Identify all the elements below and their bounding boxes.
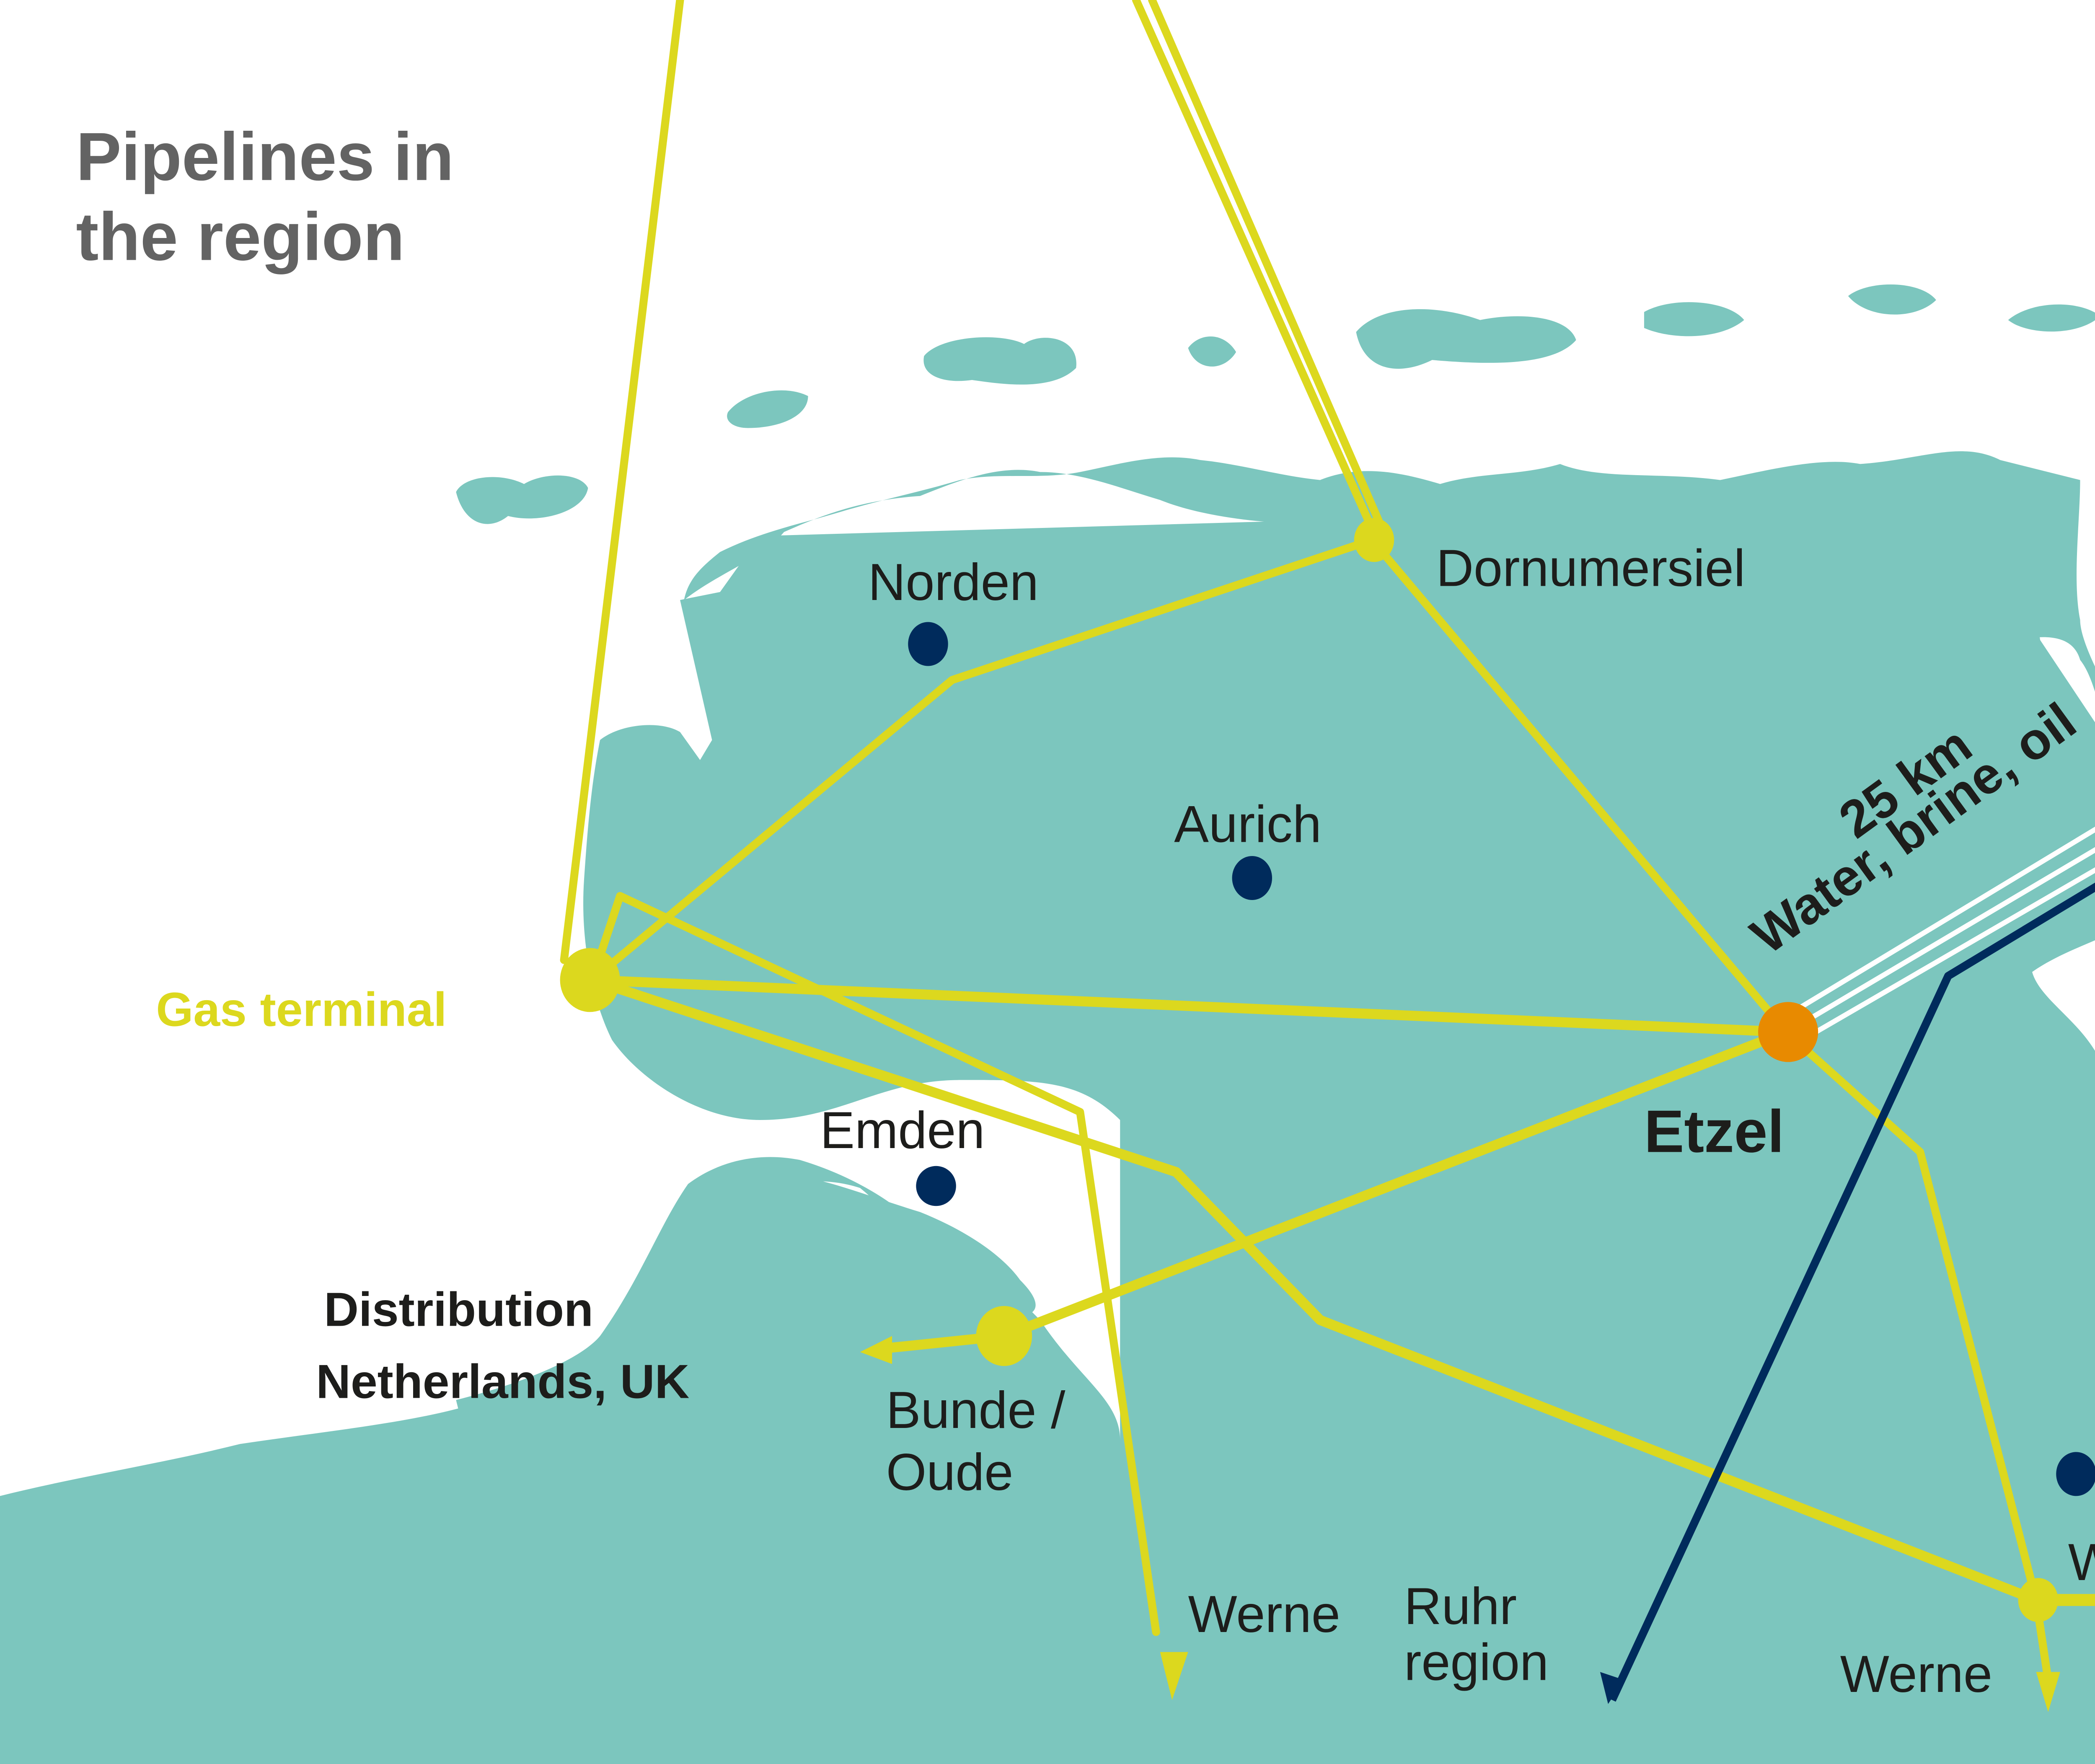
gas-arrowheads	[860, 1336, 2060, 1712]
label-emden: Emden	[820, 1102, 985, 1159]
oil-arrowheads	[1600, 1672, 1624, 1704]
islands	[456, 284, 2095, 524]
label-distribution-line2: Netherlands, UK	[316, 1355, 689, 1409]
label-dornumersiel: Dornumersiel	[1436, 540, 1745, 597]
aurich-dot	[1232, 856, 1273, 900]
label-norden: Norden	[868, 554, 1039, 611]
mainland	[0, 451, 2095, 1764]
wardenburg-node	[2018, 1578, 2059, 1622]
label-werne-west: Werne	[1188, 1586, 1340, 1643]
gas-pipelines	[560, 0, 2095, 1684]
arrow-distribution-icon	[860, 1336, 892, 1364]
label-ruhr-line1: Ruhr	[1404, 1578, 1517, 1635]
dornumersiel-node	[1354, 518, 1394, 562]
gas-terminal-node	[560, 948, 620, 1012]
label-aurich: Aurich	[1174, 796, 1322, 854]
label-wardenburg: Wardenburg	[2068, 1534, 2095, 1591]
nodes	[560, 518, 2095, 1622]
map-title-line1: Pipelines in	[76, 119, 454, 195]
oldenburg-dot	[2056, 1452, 2095, 1496]
label-werne-east: Werne	[1840, 1645, 1992, 1703]
arrow-werne-west-icon	[1160, 1652, 1188, 1700]
label-distribution-line1: Distribution	[324, 1283, 593, 1337]
etzel-node	[1758, 1002, 1818, 1062]
water-brine-oil-pipeline	[1785, 826, 2095, 1042]
arrow-ruhr-icon	[1600, 1672, 1624, 1704]
label-gas-terminal: Gas terminal	[156, 983, 447, 1037]
map-title-line2: the region	[76, 199, 404, 275]
label-etzel: Etzel	[1644, 1098, 1784, 1165]
bunde-node	[976, 1306, 1032, 1366]
label-ruhr-line2: region	[1404, 1634, 1549, 1692]
arrow-werne-east-icon	[2036, 1672, 2060, 1712]
norden-dot	[908, 622, 948, 666]
emden-dot	[916, 1166, 956, 1206]
water-inlets	[2032, 940, 2095, 1051]
oil-pipelines	[1608, 882, 2095, 1702]
label-bunde-line2: Oude	[886, 1443, 1014, 1501]
label-bunde-line1: Bunde /	[886, 1381, 1066, 1439]
